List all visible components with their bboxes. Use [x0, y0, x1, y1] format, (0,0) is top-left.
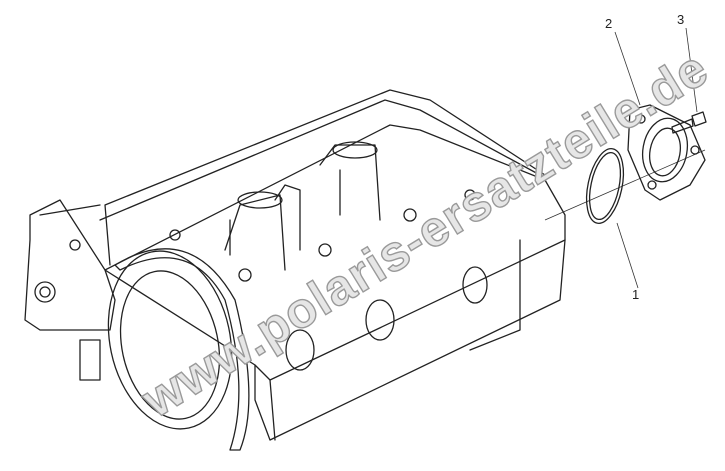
- bolt: [671, 111, 707, 134]
- cylinder-head: [24, 89, 566, 451]
- flange-housing: [627, 104, 706, 201]
- callout-1: 1: [632, 287, 640, 302]
- callout-3: 3: [677, 12, 685, 27]
- gasket-ring: [585, 148, 625, 224]
- leader-3: [685, 27, 698, 113]
- leader-1: [616, 222, 639, 289]
- callout-2: 2: [605, 16, 613, 31]
- leader-2: [614, 31, 641, 106]
